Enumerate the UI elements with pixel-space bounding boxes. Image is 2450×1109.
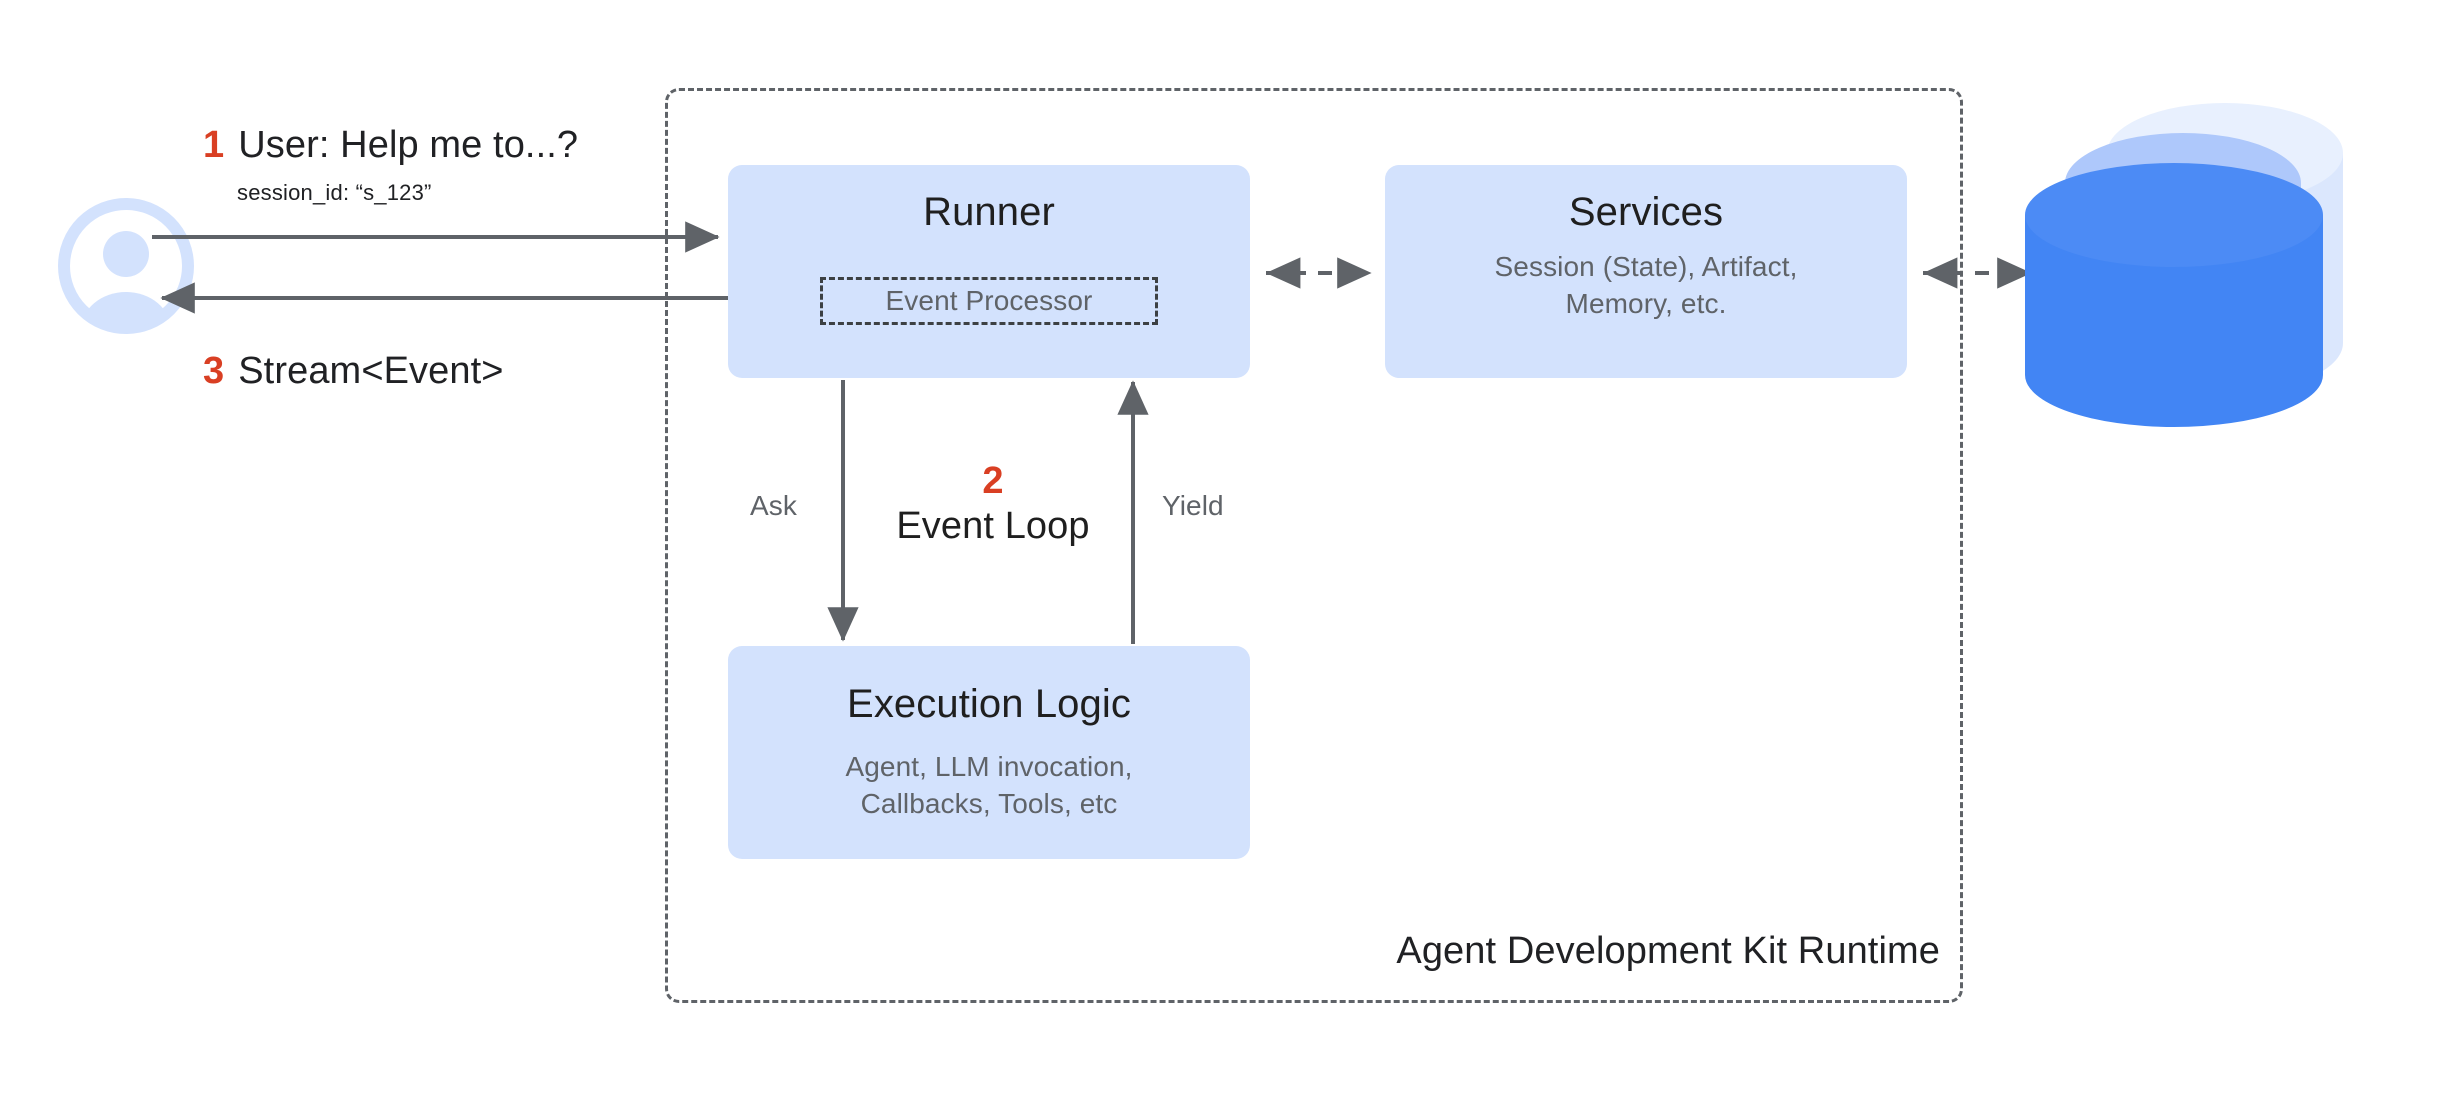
node-execution-logic[interactable]: Execution Logic Agent, LLM invocation, C… [728,646,1250,859]
storage-label: Storage [2120,437,2228,470]
execution-logic-subtitle-line-1: Agent, LLM invocation, [845,751,1133,782]
user-avatar-icon [58,198,194,334]
execution-logic-subtitle-line-2: Callbacks, Tools, etc [860,787,1118,819]
storage-cylinders-icon [2025,103,2343,427]
node-services[interactable]: Services Session (State), Artifact, Memo… [1385,165,1907,378]
event-processor-box[interactable]: Event Processor [820,277,1158,325]
session-id-text: session_id: “s_123” [237,180,432,205]
execution-logic-subtitle: Agent, LLM invocation, Callbacks, Tools,… [845,749,1132,823]
execution-logic-title: Execution Logic [847,682,1131,726]
runtime-title: Agent Development Kit Runtime [1396,930,1940,972]
storage-cylinder-front [2025,163,2323,427]
edge-label-ask: Ask [750,490,797,521]
step-1-number: 1 [203,124,225,166]
step-2-text: Event Loop [896,504,1090,547]
event-processor-label: Event Processor [885,285,1093,316]
step-1-label: 1 User: Help me to...? [203,124,578,167]
services-subtitle-line-1: Session (State), Artifact, [1494,251,1798,282]
step-3-number: 3 [203,350,225,392]
node-runner[interactable]: Runner Event Processor [728,165,1250,378]
event-loop-label-group: 2 Event Loop [868,460,1118,551]
services-subtitle: Session (State), Artifact, Memory, etc. [1495,249,1798,323]
services-title: Services [1568,190,1724,234]
step-1-text: User: Help me to...? [238,124,579,166]
step-2-number: 2 [982,460,1004,502]
node-storage[interactable]: Storage [2025,103,2425,470]
runtime-boundary [665,88,1963,1003]
runner-title: Runner [923,190,1055,234]
services-subtitle-line-2: Memory, etc. [1565,287,1727,319]
step-3-label: 3 Stream<Event> [203,350,504,393]
step-3-text: Stream<Event> [238,350,504,392]
edge-label-yield: Yield [1162,490,1224,521]
